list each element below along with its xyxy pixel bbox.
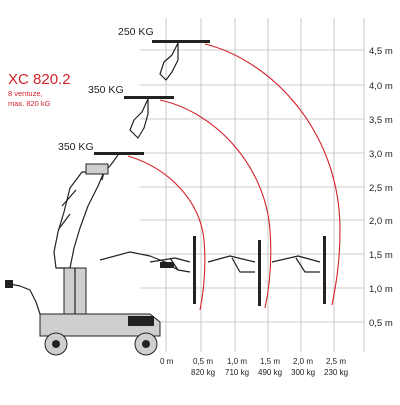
reach-tick: 1,0 m [227, 357, 247, 366]
suction-arm-icon [129, 98, 149, 139]
height-tick: 3,5 m [369, 115, 393, 126]
reach-arc-350kg-mid [159, 99, 272, 309]
reach-tick: 0 m [160, 357, 174, 366]
wheel-hub-icon [142, 340, 150, 348]
model-subtitle-line2: max. 820 kG [8, 99, 51, 108]
boom-bracing-icon [57, 189, 77, 231]
height-tick: 0,5 m [369, 318, 393, 329]
height-tick: 4,0 m [369, 81, 393, 92]
height-tick: 4,5 m [369, 46, 393, 57]
vertical-gridlines [165, 18, 365, 352]
suction-pad-head-icon [323, 236, 326, 304]
extended-arms [99, 236, 326, 306]
boom-head-icon [85, 163, 109, 175]
load-label-middle: 350 KG [88, 84, 124, 96]
capacity-tick: 820 kg [191, 368, 215, 377]
height-tick: 1,0 m [369, 284, 393, 295]
reach-tick: 2,0 m [293, 357, 313, 366]
wheel-hub-icon [52, 340, 60, 348]
horizontal-gridlines [140, 49, 364, 323]
arm-position-2 [207, 240, 261, 306]
reach-tick: 1,5 m [260, 357, 280, 366]
suction-pad-head-icon [258, 240, 261, 306]
reach-tick-labels: 0 m 0,5 m 1,0 m 1,5 m 2,0 m 2,5 m [160, 357, 346, 366]
tow-hitch-icon [9, 283, 41, 315]
suction-pad-head-icon [124, 96, 174, 99]
arm-joint-icon [160, 262, 174, 268]
battery-box-icon [128, 316, 154, 326]
load-label-top: 250 KG [118, 26, 154, 38]
suction-arm-icon [159, 42, 179, 81]
arm-position-1 [149, 236, 196, 304]
height-tick: 2,5 m [369, 183, 393, 194]
vacuum-lifter-machine [5, 163, 161, 356]
capacity-tick: 300 kg [291, 368, 315, 377]
reach-arc-350kg-low [127, 155, 206, 311]
capacity-tick: 490 kg [258, 368, 282, 377]
capacity-tick-labels: 820 kg 710 kg 490 kg 300 kg 230 kg [191, 368, 348, 377]
reach-tick: 0,5 m [193, 357, 213, 366]
arm-position-base [99, 251, 179, 271]
suction-head-mid [124, 96, 174, 139]
capacity-tick: 230 kg [324, 368, 348, 377]
height-tick: 1,5 m [369, 250, 393, 261]
load-label-low: 350 KG [58, 141, 94, 153]
height-tick: 3,0 m [369, 149, 393, 160]
height-tick: 2,0 m [369, 216, 393, 227]
model-subtitle-line1: 8 ventuze, [8, 89, 43, 98]
arm-linkage-icon [271, 255, 321, 273]
reach-arc-250kg [204, 43, 341, 306]
suction-pad-head-icon [193, 236, 196, 304]
boom-column-icon [53, 171, 105, 269]
arm-linkage-icon [207, 255, 256, 273]
reach-arcs [127, 43, 341, 311]
hitch-connector-icon [5, 280, 13, 288]
model-title: XC 820.2 [8, 71, 71, 88]
suction-pad-head-icon [94, 152, 144, 155]
suction-head-top [152, 40, 210, 81]
capacity-tick: 710 kg [225, 368, 249, 377]
reach-tick: 2,5 m [326, 357, 346, 366]
suction-pad-head-icon [152, 40, 210, 43]
height-tick-labels: 4,5 m 4,0 m 3,5 m 3,0 m 2,5 m 2,0 m 1,5 … [369, 46, 393, 329]
arm-position-3 [271, 236, 326, 304]
